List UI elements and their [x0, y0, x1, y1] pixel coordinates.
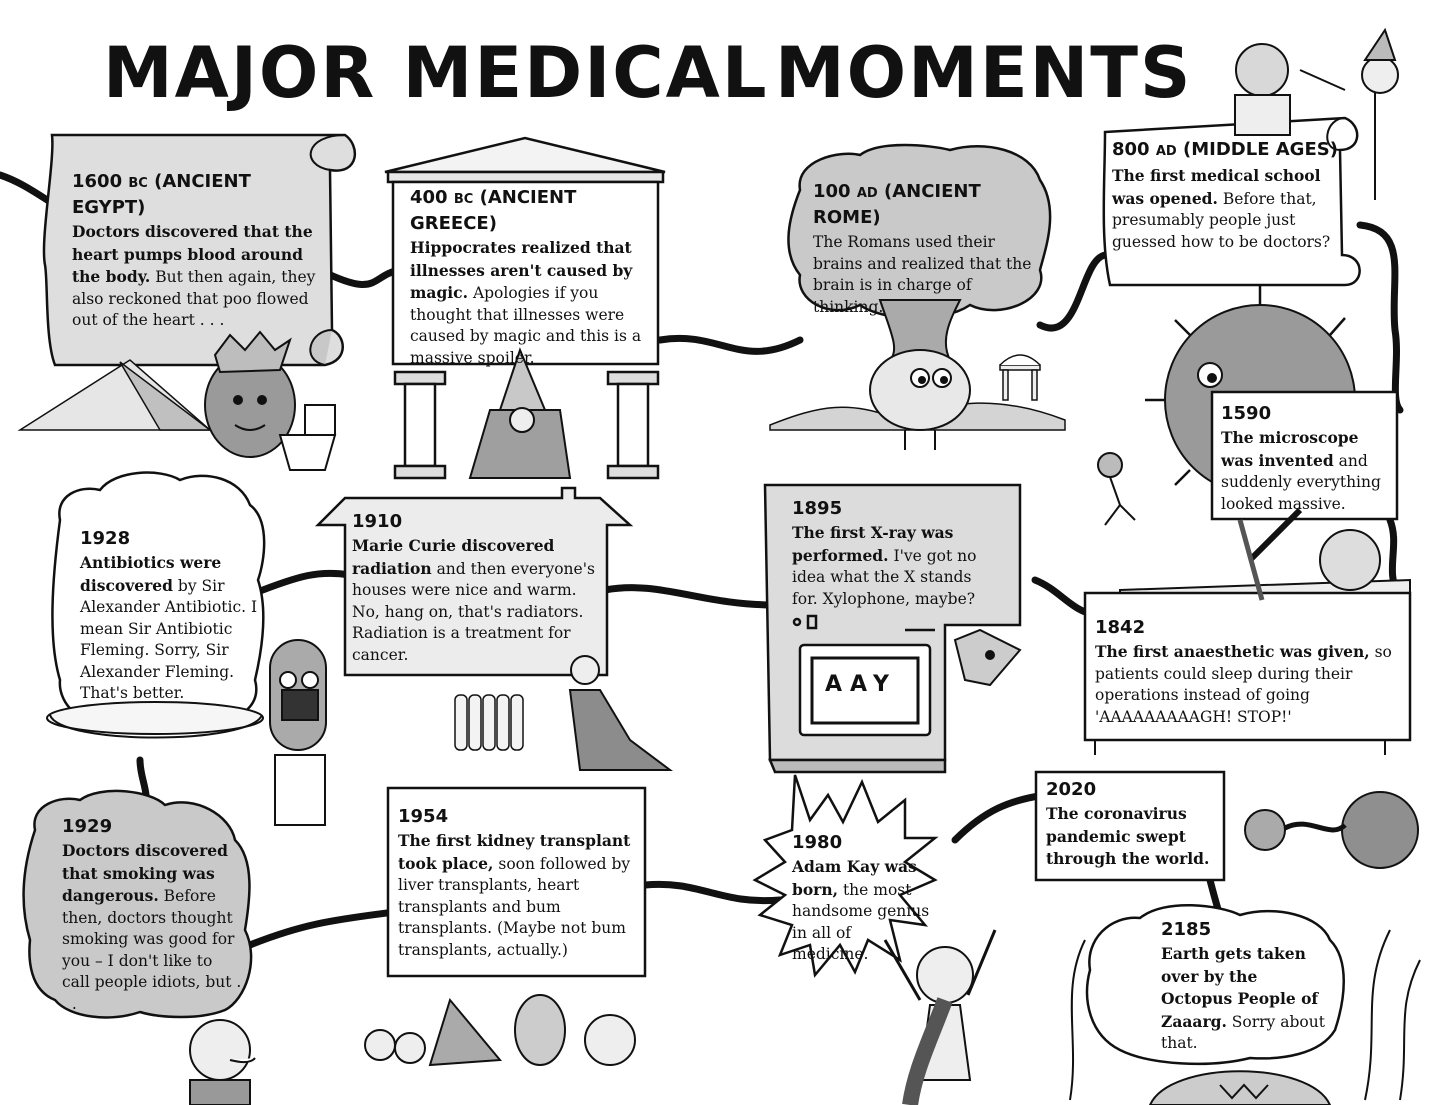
event-highlight: Antibiotics were discovered [80, 553, 222, 595]
event-year: 1980 [792, 832, 843, 853]
marie-curie-character [568, 655, 673, 771]
box-frame-1954 [386, 786, 647, 978]
event-1842: 1842 The first anaesthetic was given, so… [1095, 616, 1403, 728]
brain-character [869, 349, 971, 450]
event-text: Apologies if you thought that illnesses … [410, 284, 642, 367]
event-400bc: 400 BC (ANCIENT GREECE) Hippocrates real… [410, 186, 650, 369]
pill-scientist-character [269, 639, 327, 826]
event-text: The Romans used their brains and realize… [813, 233, 1032, 316]
operating-table-1842 [1083, 507, 1412, 755]
scroll-frame-800ad [1102, 116, 1361, 287]
toilet-drawing [278, 404, 337, 471]
event-text: Sorry about that. [1161, 1012, 1325, 1053]
pyramid-drawing [17, 359, 213, 431]
event-text: But then again, they also reckoned that … [72, 268, 316, 329]
event-highlight: The first anaesthetic was given, [1095, 642, 1370, 661]
event-year: 1928 [80, 528, 131, 549]
event-text: Before then, doctors thought smoking was… [62, 887, 242, 1013]
event-heading: 100 AD (ANCIENT ROME) [813, 181, 981, 228]
house-frame-1910 [314, 486, 634, 677]
event-1895: 1895 The first X-ray was performed. I've… [792, 497, 992, 610]
medieval-doctors-drawing [1234, 27, 1399, 200]
event-1910: 1910 Marie Curie discovered radiation an… [352, 510, 600, 666]
heart-character [204, 330, 296, 458]
octopus-blob-2185 [1085, 903, 1345, 1105]
event-highlight: The first medical school was opened. [1112, 166, 1321, 208]
event-1929: 1929 Doctors discovered that smoking was… [62, 815, 242, 1015]
event-text: I've got no idea what the X stands for. … [792, 546, 977, 608]
event-heading: 1600 BC (ANCIENT EGYPT) [72, 171, 251, 218]
event-highlight: The first X-ray was performed. [792, 523, 954, 565]
baby-adam-character [883, 929, 997, 1105]
event-text: the most handsome genius in all of medic… [792, 880, 930, 964]
event-year: 2185 [1161, 919, 1212, 940]
event-1980: 1980 Adam Kay was born, the most handsom… [792, 831, 932, 966]
xray-screen-text: AAY [825, 672, 897, 697]
event-1928: 1928 Antibiotics were discovered by Sir … [80, 527, 260, 705]
event-year: 1895 [792, 498, 843, 519]
page-title-left: MAJOR MEDICAL [103, 32, 769, 114]
event-800ad: 800 AD (MIDDLE AGES) The first medical s… [1112, 138, 1340, 253]
event-year: 1954 [398, 806, 449, 827]
event-1600bc: 1600 BC (ANCIENT EGYPT) Doctors discover… [72, 170, 322, 332]
event-100ad: 100 AD (ANCIENT ROME) The Romans used th… [813, 180, 1041, 318]
event-highlight: The microscope was invented [1221, 428, 1359, 470]
box-frame-2020 [1034, 770, 1226, 882]
temple-frame-400bc [384, 136, 666, 480]
event-text: so patients could sleep during their ope… [1095, 643, 1392, 726]
radiator-drawing [454, 694, 524, 751]
event-text: and suddenly everything looked massive. [1221, 451, 1381, 513]
tentacles-drawing [1069, 929, 1421, 1101]
event-year: 1929 [62, 816, 113, 837]
event-highlight: Marie Curie discovered radiation [352, 536, 555, 578]
starburst-1980 [752, 774, 939, 978]
event-year: 1590 [1221, 403, 1272, 424]
event-highlight: Hippocrates realized that illnesses aren… [410, 238, 633, 302]
event-highlight: Adam Kay was born, [792, 857, 917, 899]
event-text: by Sir Alexander Antibiotic. I mean Sir … [80, 576, 258, 703]
event-2020: 2020 The coronavirus pandemic swept thro… [1046, 778, 1218, 871]
event-highlight: The first kidney transplant took place, [398, 831, 631, 873]
event-text: soon followed by liver transplants, hear… [398, 854, 631, 959]
scroll-frame-1600bc [42, 133, 357, 367]
event-highlight: Doctors discovered that the heart pumps … [72, 222, 313, 286]
wizard-character [468, 347, 572, 479]
xray-machine-1895 [763, 483, 1022, 774]
event-highlight: Earth gets taken over by the Octopus Peo… [1161, 944, 1319, 1031]
brain-cloud-100ad [787, 143, 1052, 361]
event-heading: 400 BC (ANCIENT GREECE) [410, 187, 577, 234]
event-heading: 800 AD (MIDDLE AGES) [1112, 139, 1338, 160]
event-year: 1842 [1095, 617, 1146, 638]
mould-cloud-1928 [46, 471, 266, 739]
page-title-right: MOMENTS [775, 32, 1193, 114]
smoker-character [189, 1019, 256, 1105]
running-man-drawing [1097, 452, 1136, 526]
earth-and-virus-drawing [1244, 791, 1419, 869]
event-year: 2020 [1046, 779, 1097, 800]
event-year: 1910 [352, 511, 403, 532]
box-frame-1590 [1210, 390, 1399, 521]
event-text: and then everyone's houses were nice and… [352, 559, 595, 664]
event-1590: 1590 The microscope was invented and sud… [1221, 402, 1393, 515]
event-2185: 2185 Earth gets taken over by the Octopu… [1161, 918, 1326, 1055]
organ-characters-drawing [364, 994, 636, 1067]
fox-character [953, 628, 1022, 687]
event-highlight: Doctors discovered that smoking was dang… [62, 841, 228, 905]
event-highlight: The coronavirus pandemic swept through t… [1046, 804, 1210, 868]
event-1954: 1954 The first kidney transplant took pl… [398, 805, 638, 961]
event-text: Before that, presumably people just gues… [1112, 189, 1331, 251]
smoke-cloud-1929 [22, 789, 253, 1019]
